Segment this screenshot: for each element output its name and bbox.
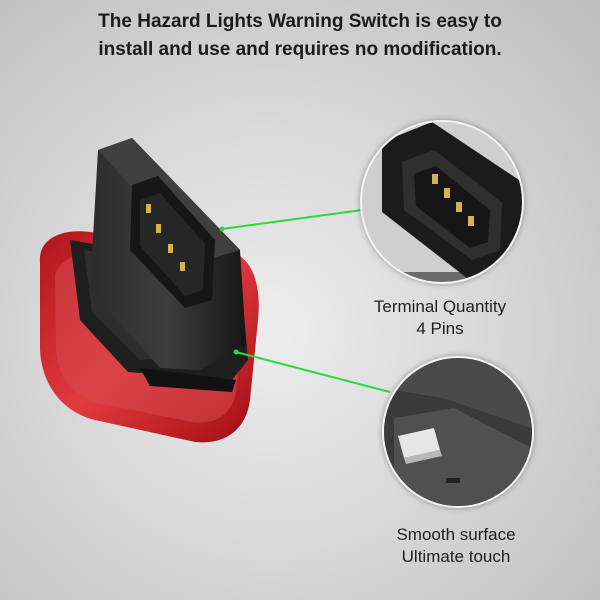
caption-smooth-surface: Smooth surface Ultimate touch xyxy=(356,524,556,568)
connector-pins-closeup-icon xyxy=(362,122,522,282)
caption-terminal-line-1: Terminal Quantity xyxy=(373,297,507,316)
headline: The Hazard Lights Warning Switch is easy… xyxy=(40,8,560,64)
pin-2 xyxy=(156,224,161,233)
switch-surface-closeup-icon xyxy=(384,358,532,506)
pin-4 xyxy=(180,262,185,271)
headline-line-1: The Hazard Lights Warning Switch is easy… xyxy=(98,11,502,32)
zoom-circle-pins xyxy=(360,120,524,284)
caption-terminal-line-2: 4 Pins xyxy=(416,319,464,338)
caption-terminal-quantity: Terminal Quantity 4 Pins xyxy=(340,296,540,340)
pin-3 xyxy=(168,244,173,253)
zoom-circle-surface xyxy=(382,356,534,508)
headline-line-2: install and use and requires no modifica… xyxy=(98,39,502,60)
pin-1 xyxy=(146,204,151,213)
caption-surface-line-2: Ultimate touch xyxy=(401,547,511,566)
caption-surface-line-1: Smooth surface xyxy=(396,525,516,544)
